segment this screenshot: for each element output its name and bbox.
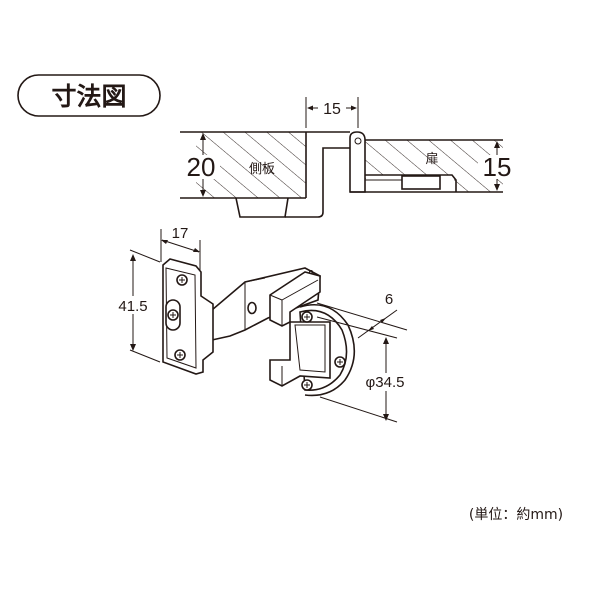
- mounting-plate-section: [235, 197, 289, 218]
- cup-screw-2: [334, 356, 346, 368]
- plate-screw-top: [176, 274, 188, 286]
- cup-screw-1: [301, 311, 313, 323]
- section-view: 20 側板 扉 15 15: [180, 97, 516, 218]
- offset-dim: 15: [323, 101, 341, 118]
- hinge-arm-section: [285, 147, 350, 218]
- unit-note: (単位：約mm): [469, 507, 563, 523]
- hinge-isometric: 17 41.5 6 φ34.5: [112, 225, 414, 423]
- side-panel-thickness-dim: 20: [187, 152, 216, 182]
- plate-screw-bottom: [174, 349, 186, 361]
- door-label: 扉: [425, 151, 438, 167]
- plate-height-dim: 41.5: [118, 298, 147, 315]
- plate-screw-middle: [167, 309, 179, 321]
- door-thickness-dim: 15: [483, 152, 512, 182]
- cup-frame: [269, 321, 331, 387]
- arm-screw: [247, 301, 257, 315]
- title-text: 寸法図: [51, 82, 126, 111]
- title-badge: 寸法図: [17, 74, 161, 117]
- cup-diameter-dim: φ34.5: [366, 374, 405, 391]
- cup-depth-dim: 6: [385, 291, 393, 308]
- side-panel-label: 側板: [249, 162, 275, 177]
- mounting-plate: [162, 258, 214, 375]
- hinge-knuckle: [349, 131, 366, 193]
- hinge-cup-section: [401, 175, 441, 190]
- plate-width-dim: 17: [172, 225, 189, 242]
- hinge-pin: [354, 137, 362, 145]
- cup-screw-3: [301, 379, 313, 391]
